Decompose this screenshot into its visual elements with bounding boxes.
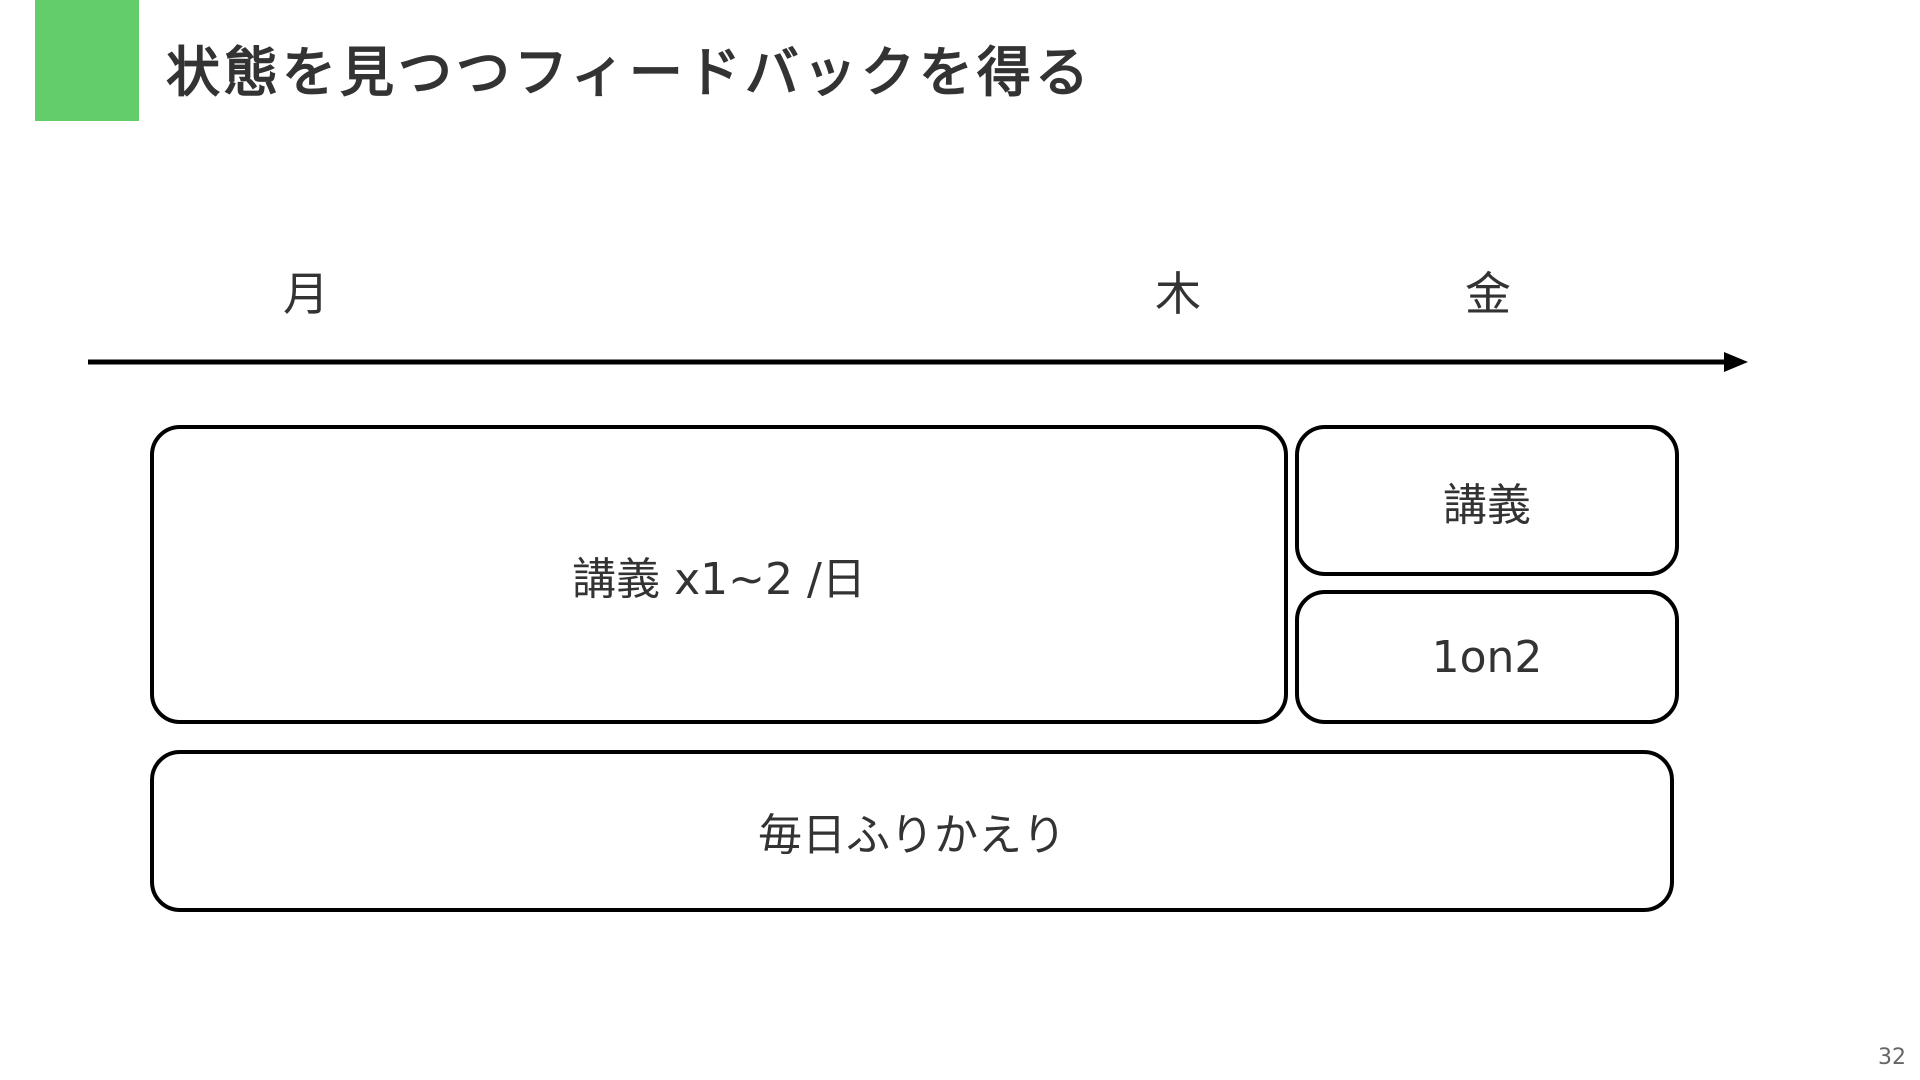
lecture-daily-box: 講義 x1~2 /日 [150, 425, 1288, 724]
one-on-two-box: 1on2 [1295, 590, 1679, 724]
slide-title: 状態を見つつフィードバックを得る [166, 41, 1093, 104]
lecture-friday-box: 講義 [1295, 425, 1679, 576]
day-label-thursday: 木 [1155, 267, 1201, 321]
title-accent-block [35, 0, 139, 121]
daily-review-box: 毎日ふりかえり [150, 750, 1674, 912]
arrow-right-icon [1724, 352, 1748, 372]
day-label-friday: 金 [1465, 267, 1511, 321]
day-label-monday: 月 [283, 267, 329, 321]
timeline-arrow [88, 352, 1748, 372]
one-on-two-label: 1on2 [1431, 631, 1543, 683]
lecture-friday-label: 講義 [1443, 479, 1531, 531]
page-number: 32 [1878, 1045, 1906, 1070]
lecture-daily-label: 講義 x1~2 /日 [572, 553, 866, 605]
daily-review-label: 毎日ふりかえり [758, 810, 1066, 861]
